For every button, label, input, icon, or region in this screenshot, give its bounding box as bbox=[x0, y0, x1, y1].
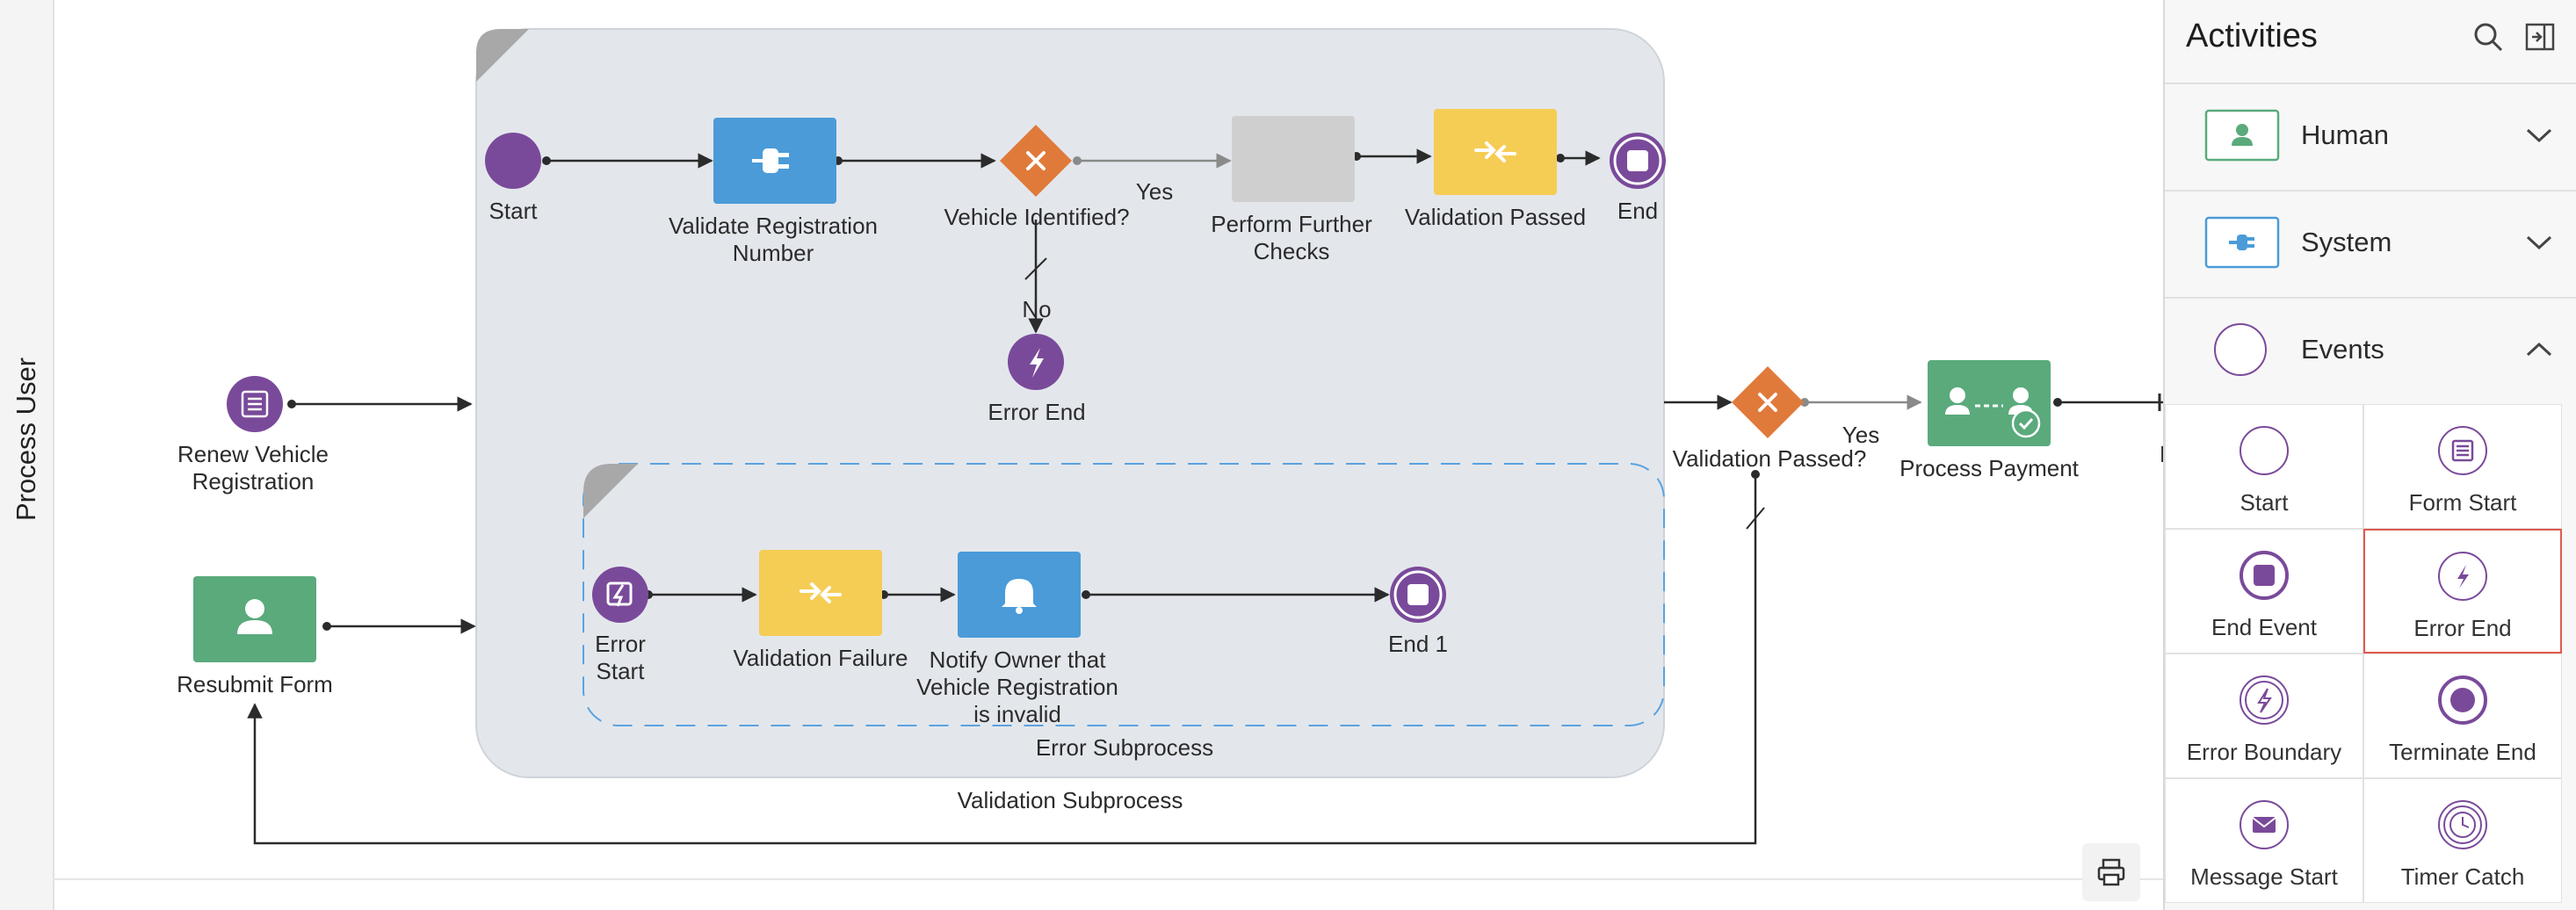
notify-owner-label: Notify Owner that Vehicle Registration i… bbox=[916, 646, 1118, 727]
category-human[interactable]: Human bbox=[2165, 83, 2576, 190]
end1-label: End 1 bbox=[1388, 631, 1448, 657]
event-tile-end-event[interactable]: End Event bbox=[2165, 529, 2363, 654]
chevron-down-icon bbox=[2525, 126, 2553, 148]
validation-passed-task[interactable] bbox=[1434, 109, 1557, 195]
event-tile-timer-catch[interactable]: Timer Catch bbox=[2363, 778, 2562, 903]
event-tile-start[interactable]: Start bbox=[2165, 404, 2363, 529]
yes-label: Yes bbox=[1135, 178, 1174, 205]
tile-label: Start bbox=[2240, 489, 2289, 516]
person-icon bbox=[245, 599, 264, 618]
validation-passed-label: Validation Passed bbox=[1404, 204, 1587, 230]
print-button[interactable] bbox=[2082, 843, 2140, 901]
error-boundary-icon bbox=[2238, 674, 2290, 731]
person-icon bbox=[2204, 109, 2280, 166]
form-start-icon bbox=[2436, 424, 2489, 481]
renew-vehicle-registration-event[interactable] bbox=[227, 376, 283, 432]
flow-gateway-resubmit[interactable] bbox=[247, 474, 1757, 845]
validate-registration-task[interactable] bbox=[713, 118, 836, 204]
validation-subprocess-label: Validation Subprocess bbox=[957, 787, 1183, 813]
category-events[interactable]: Events bbox=[2165, 297, 2576, 404]
terminate-end-icon bbox=[2436, 674, 2489, 731]
category-label: Human bbox=[2301, 119, 2389, 150]
printer-icon bbox=[2097, 858, 2125, 886]
event-tile-error-boundary[interactable]: Error Boundary bbox=[2165, 654, 2363, 778]
vehicle-identified-label: Vehicle Identified? bbox=[944, 204, 1130, 230]
yes2-label: Yes bbox=[1842, 422, 1880, 448]
timer-catch-icon bbox=[2436, 798, 2489, 856]
end-event-icon bbox=[2238, 549, 2290, 606]
renew-vehicle-registration-label: Renew Vehicle Registration bbox=[177, 441, 329, 495]
x-icon bbox=[1758, 393, 1777, 412]
validation-failure-task[interactable] bbox=[759, 550, 882, 636]
no-label: No bbox=[1022, 296, 1052, 322]
end1-event[interactable] bbox=[1390, 567, 1446, 623]
error-start-label: Error Start bbox=[595, 631, 646, 684]
error-end-event[interactable] bbox=[1008, 334, 1064, 390]
search-button[interactable] bbox=[2472, 21, 2504, 57]
lightning-icon bbox=[1030, 348, 1044, 378]
event-tile-form-start[interactable]: Form Start bbox=[2363, 404, 2562, 529]
tile-label: Timer Catch bbox=[2400, 863, 2525, 890]
chevron-down-icon bbox=[2525, 234, 2553, 256]
process-canvas bbox=[193, 28, 2163, 845]
category-system[interactable]: System bbox=[2165, 190, 2576, 297]
collapse-panel-button[interactable] bbox=[2525, 23, 2555, 55]
validation-passed-gateway-label: Validation Passed? bbox=[1672, 445, 1867, 472]
bell-icon bbox=[1002, 579, 1037, 614]
plug-icon bbox=[2204, 216, 2280, 273]
merge-arrows-icon bbox=[800, 582, 842, 603]
plug-icon bbox=[752, 148, 789, 173]
process-payment-task[interactable] bbox=[1928, 360, 2051, 446]
message-start-icon bbox=[2238, 798, 2290, 856]
tile-label: End Event bbox=[2211, 614, 2317, 640]
resubmit-form-label: Resubmit Form bbox=[177, 671, 333, 697]
validate-registration-label: Validate Registration Number bbox=[669, 213, 878, 266]
perform-further-checks-task[interactable] bbox=[1232, 116, 1355, 202]
category-label: System bbox=[2301, 227, 2392, 257]
tile-label: Form Start bbox=[2408, 489, 2517, 516]
start-event[interactable] bbox=[485, 133, 541, 189]
error-end-label: Error End bbox=[988, 399, 1086, 425]
merge-arrows-icon bbox=[1474, 141, 1516, 162]
error-start-event[interactable] bbox=[592, 567, 648, 623]
chevron-up-icon bbox=[2525, 341, 2553, 363]
event-tile-terminate-end[interactable]: Terminate End bbox=[2363, 654, 2562, 778]
tile-label: Terminate End bbox=[2389, 739, 2536, 765]
resubmit-form-task[interactable] bbox=[193, 576, 316, 662]
event-tile-message-start[interactable]: Message Start bbox=[2165, 778, 2363, 903]
end-label: End bbox=[1617, 198, 1659, 224]
canvas-bottom-divider bbox=[53, 878, 2576, 880]
perform-further-checks-label: Perform Further Checks bbox=[1211, 211, 1372, 264]
tile-label: Message Start bbox=[2190, 863, 2338, 890]
end-event[interactable] bbox=[1610, 133, 1666, 189]
error-subprocess-label: Error Subprocess bbox=[1035, 734, 1214, 761]
error-subprocess[interactable] bbox=[582, 463, 1665, 726]
swimlane-header: Process User bbox=[0, 0, 54, 910]
process-payment-label: Process Payment bbox=[1899, 455, 2079, 481]
tile-label: Error End bbox=[2413, 615, 2512, 641]
category-label: Events bbox=[2301, 334, 2384, 365]
notify-owner-task[interactable] bbox=[958, 552, 1081, 638]
collapse-right-icon bbox=[2525, 23, 2555, 51]
search-icon bbox=[2474, 23, 2503, 52]
start-label: Start bbox=[488, 198, 538, 224]
panel-title: Activities bbox=[2186, 18, 2318, 54]
activities-panel: Activities Human bbox=[2163, 0, 2576, 910]
event-tile-error-end[interactable]: Error End bbox=[2363, 529, 2562, 654]
error-end-icon bbox=[2436, 550, 2489, 607]
x-icon bbox=[1026, 151, 1046, 170]
tile-label: Error Boundary bbox=[2186, 739, 2342, 765]
validation-passed-gateway[interactable] bbox=[1731, 365, 1805, 439]
validation-failure-label: Validation Failure bbox=[733, 645, 908, 671]
start-event-icon bbox=[2238, 424, 2290, 481]
circle-icon bbox=[2212, 321, 2268, 382]
